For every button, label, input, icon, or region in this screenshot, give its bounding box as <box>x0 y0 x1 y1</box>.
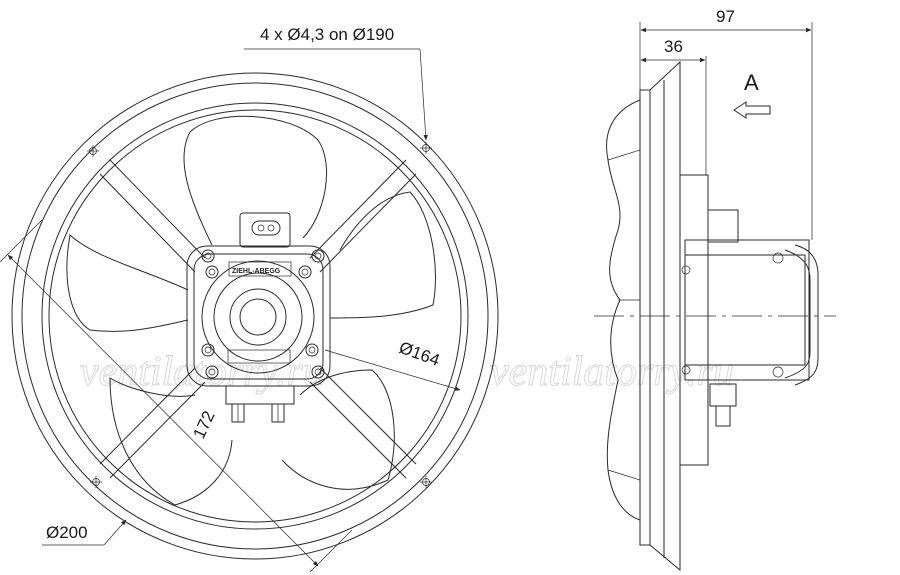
dim-line-172 <box>7 254 319 567</box>
blade-profile <box>606 99 641 521</box>
view-arrow-icon <box>733 101 771 119</box>
dim-outer-diameter: Ø200 <box>46 523 88 542</box>
guard-struts <box>99 159 417 479</box>
screw-icon <box>201 249 215 263</box>
outer-ring <box>11 72 499 560</box>
blade <box>329 191 436 319</box>
watermark-left: ventilatorry.ru <box>80 349 324 395</box>
dim-line-164 <box>324 349 461 391</box>
venturi-ring-outer <box>41 102 469 530</box>
screw-icon <box>298 265 312 279</box>
screw-icon <box>205 265 219 279</box>
blade <box>183 115 328 246</box>
inner-ring <box>21 82 489 550</box>
venturi-ring-inner <box>48 109 462 523</box>
side-view: 97 36 A <box>594 7 836 572</box>
motor-body-side <box>679 174 819 466</box>
dim-total-depth: 97 <box>716 7 735 26</box>
mounting-hole-icon <box>420 142 432 154</box>
blade <box>281 369 395 490</box>
mounting-hole-icon <box>90 476 102 488</box>
dim-diagonal: 172 <box>189 408 218 442</box>
dim-blade-diameter: Ø164 <box>397 338 443 370</box>
connector-box <box>239 212 291 248</box>
dim-mounting-holes: 4 x Ø4,3 on Ø190 <box>260 25 394 44</box>
view-label: A <box>744 70 759 95</box>
mounting-hole-icon <box>420 476 432 488</box>
motor-plate-label: ZIEHL-ABEGG <box>232 268 281 275</box>
dim-flange-depth: 36 <box>664 37 683 56</box>
fan-blades <box>66 115 436 506</box>
blade <box>66 234 189 332</box>
blade <box>109 377 233 506</box>
front-view: ZIEHL-ABEGG 4 x Ø4,3 on Ø19 <box>0 25 499 573</box>
mounting-hole-icon <box>87 145 99 157</box>
